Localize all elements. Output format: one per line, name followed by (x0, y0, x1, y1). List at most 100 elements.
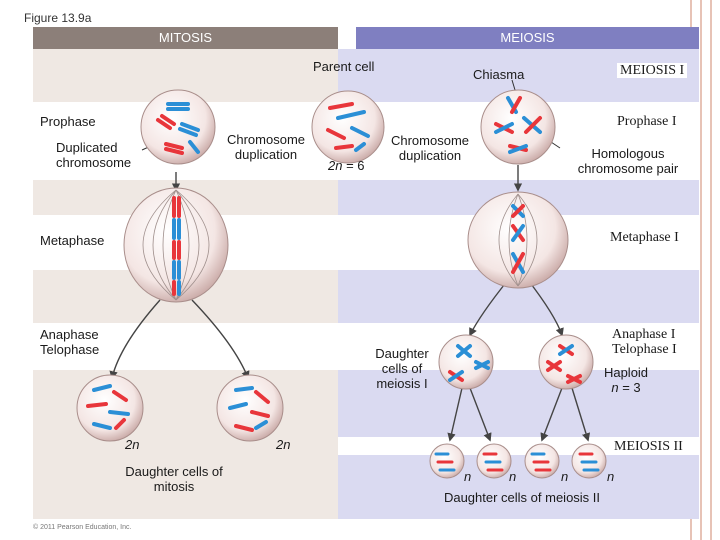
chromosome (254, 420, 268, 430)
chromosome (188, 140, 200, 154)
daughter-cells-meiosis-1-label: Daughter cells of meiosis I (375, 346, 429, 391)
chromosome (234, 424, 254, 432)
prophase-label: Prophase (40, 114, 96, 129)
parent-ploidy-label: 2n = 6 (328, 158, 365, 173)
cell-membrane (480, 89, 556, 165)
chromosome (566, 374, 582, 384)
arrow-meiosis2-3 (540, 387, 563, 442)
duplicated-chromosome-label: Duplicated chromosome (56, 140, 132, 170)
chromosome (510, 96, 522, 114)
mitosis-metaphase-cell (123, 187, 229, 303)
spindle-fiber (517, 193, 528, 287)
chromosome (558, 344, 574, 356)
spindle-fiber (508, 193, 519, 287)
parent-cell-membrane (311, 90, 385, 164)
decorative-line (700, 0, 702, 540)
meiosis-2-ploidy-2: n (509, 469, 517, 484)
metaphase-label: Metaphase (40, 233, 105, 248)
chromosome (160, 114, 176, 126)
chromosome (156, 118, 172, 130)
spindle-fiber (175, 189, 200, 301)
meiosis-2-ploidy-3: n (561, 469, 569, 484)
chromosome (328, 102, 354, 110)
meiosis-2-ploidy-1: n (464, 469, 472, 484)
arrow-meiosis2-1 (447, 387, 463, 442)
meiosis-2-daughter-cell-2 (476, 443, 512, 479)
meiosis-2-band (338, 437, 699, 455)
arrow-mitosis-right (191, 299, 250, 380)
haploid-ploidy: n = 3 (596, 380, 656, 395)
arrow-meiosis-right (527, 279, 564, 337)
haploid-label: Haploid n = 3 (596, 365, 656, 395)
meiosis-2-label: MEIOSIS II (614, 439, 683, 454)
chromosome (511, 252, 525, 274)
chromosome (92, 422, 112, 430)
mitosis-daughter-cell-left (76, 374, 144, 442)
decorative-line (710, 0, 712, 540)
chromosome (448, 370, 464, 382)
chromosome (86, 402, 108, 408)
chromosome (180, 122, 200, 132)
meiosis-1-daughter-cell-left (438, 334, 494, 390)
mitosis-prophase-cell (140, 89, 216, 165)
chromosome (354, 142, 366, 152)
arrow-meiosis-left (469, 279, 509, 337)
chromosome (234, 386, 254, 392)
anaphase-telophase-label: Anaphase Telophase (40, 327, 100, 357)
chromosome (178, 127, 198, 137)
chromosome-duplication-right-label: Chromosome duplication (390, 133, 470, 163)
chromosome (250, 410, 270, 418)
spindle-fiber (142, 189, 177, 301)
meiosis-2-daughter-cell-1 (429, 443, 465, 479)
chromosome (112, 390, 128, 402)
chromosome (508, 144, 528, 154)
cell-membrane (216, 374, 284, 442)
chromosome (228, 402, 248, 410)
meiosis-1-daughter-cell-right (538, 334, 594, 390)
chromosome-duplication-left-label: Chromosome duplication (226, 132, 306, 162)
haploid-text: Haploid (603, 365, 649, 380)
chromosome (511, 204, 525, 218)
parent-cell (311, 90, 385, 164)
chromosome (474, 360, 490, 370)
mitosis-ploidy-right: 2n (276, 437, 291, 452)
chromosome (108, 410, 130, 416)
copyright-text: © 2011 Pearson Education, Inc. (33, 524, 132, 531)
spindle-fiber (517, 193, 538, 287)
cell-membrane (467, 191, 569, 289)
chromosome (164, 147, 184, 155)
arrow-meiosis2-2 (469, 387, 492, 442)
chromosome (114, 418, 126, 430)
chromosome (326, 128, 346, 140)
chromosome (254, 390, 270, 404)
chromosome (524, 116, 542, 134)
daughter-cells-meiosis-2-label: Daughter cells of meiosis II (443, 490, 601, 505)
haploid-ploidy-variable: n (611, 380, 619, 395)
homologous-pair-label: Homologous chromosome pair (577, 146, 679, 176)
parent-ploidy-value: = 6 (346, 158, 365, 173)
parent-cell-label: Parent cell (313, 59, 375, 74)
mitosis-ploidy-left: 2n (125, 437, 140, 452)
spindle-fiber (162, 189, 177, 301)
meiosis-header-text: MEIOSIS (500, 30, 555, 45)
daughter-cells-mitosis-label: Daughter cells of mitosis (125, 464, 223, 494)
metaphase-1-label: Metaphase I (610, 230, 679, 245)
meiosis-header: MEIOSIS (356, 27, 699, 49)
meiosis-2-daughter-cell-4 (571, 443, 607, 479)
cell-membrane (140, 89, 216, 165)
prophase-1-label: Prophase I (617, 114, 677, 129)
parent-ploidy-variable: 2n (328, 158, 343, 173)
meiosis-2-ploidy-4: n (607, 469, 615, 484)
chromosome (350, 126, 370, 138)
mitosis-header-text: MITOSIS (158, 30, 213, 45)
chromosome (92, 384, 112, 392)
mitosis-daughter-cell-right (216, 374, 284, 442)
spindle-fiber (498, 193, 519, 287)
chromosome (164, 142, 184, 150)
meiosis-2-daughter-cell-3 (524, 443, 560, 479)
chromosome (336, 110, 366, 120)
mitosis-header: MITOSIS (33, 27, 338, 49)
chromosome (511, 224, 525, 242)
spindle-fiber (152, 189, 177, 301)
